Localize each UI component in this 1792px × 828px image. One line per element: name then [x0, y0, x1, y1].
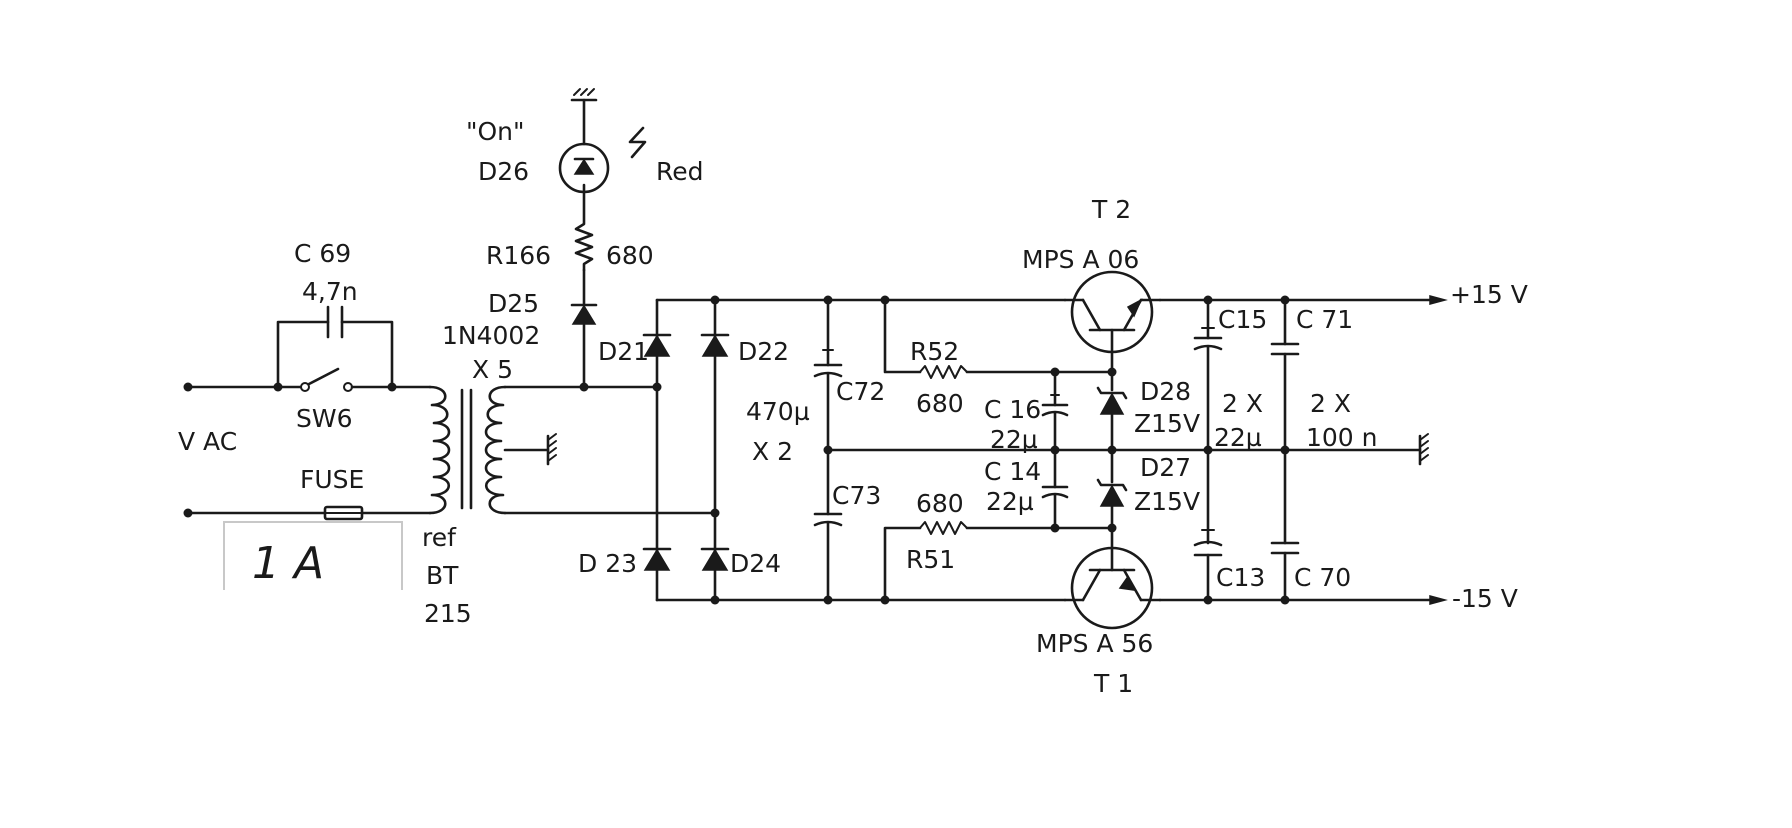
capacitor-c13 — [1193, 448, 1223, 602]
capacitor-c14 — [1041, 448, 1069, 530]
label-minus-15v: -15 V — [1452, 584, 1518, 613]
fuse-rating-box — [223, 521, 403, 590]
label-c72-c73-value: 470µ — [746, 397, 810, 426]
label-fuse-rating: 1 A — [252, 538, 324, 589]
label-sw6: SW6 — [296, 404, 353, 433]
diode-d21 — [642, 333, 672, 357]
label-c72-c73-qty: X 2 — [752, 437, 793, 466]
label-t2: T 2 — [1091, 195, 1131, 224]
zener-d28 — [1096, 367, 1128, 455]
capacitor-c69 — [273, 305, 397, 392]
label-c73: C73 — [832, 481, 881, 510]
label-c16: C 16 — [984, 395, 1041, 424]
capacitor-c15 — [1193, 298, 1223, 452]
label-red: Red — [656, 157, 704, 186]
label-c71: C 71 — [1296, 305, 1353, 334]
transistor-t1 — [1063, 526, 1162, 630]
capacitor-c70 — [1270, 448, 1300, 602]
label-r52: R52 — [910, 337, 959, 366]
diode-d22 — [700, 333, 730, 357]
label-transformer-bt: BT — [426, 561, 459, 590]
label-c70: C 70 — [1294, 563, 1351, 592]
label-r51: R51 — [906, 545, 955, 574]
switch-sw6 — [300, 367, 353, 392]
label-plus-15v: +15 V — [1450, 280, 1528, 309]
label-x5: X 5 — [472, 355, 513, 384]
label-d23: D 23 — [578, 549, 637, 578]
label-d24: D24 — [730, 549, 781, 578]
label-fuse: FUSE — [300, 465, 364, 494]
label-c13: C13 — [1216, 563, 1265, 592]
label-vac: V AC — [178, 427, 237, 456]
label-t1: T 1 — [1093, 669, 1133, 698]
label-c72: C72 — [836, 377, 885, 406]
fuse — [323, 505, 364, 521]
label-r51-value: 680 — [916, 489, 964, 518]
zener-d27 — [1096, 448, 1128, 533]
capacitor-c16 — [1041, 370, 1069, 455]
label-c69-value: 4,7n — [302, 277, 358, 306]
label-c71-c70-qty: 2 X — [1310, 389, 1351, 418]
label-r52-value: 680 — [916, 389, 964, 418]
label-c15-c13-value: 22µ — [1214, 423, 1262, 452]
label-d26: D26 — [478, 157, 529, 186]
ac-terminal-top — [183, 382, 193, 392]
label-d27: D27 — [1140, 453, 1191, 482]
label-c71-c70-value: 100 n — [1306, 423, 1378, 452]
label-c14: C 14 — [984, 457, 1041, 486]
ac-terminal-bottom — [183, 508, 193, 518]
label-transformer-ref: ref — [422, 523, 457, 552]
label-r166-value: 680 — [606, 241, 654, 270]
transistor-t2 — [1063, 270, 1162, 374]
ground-rail — [826, 433, 1429, 466]
label-d25-type: 1N4002 — [442, 321, 540, 350]
label-d28: D28 — [1140, 377, 1191, 406]
label-d28-type: Z15V — [1134, 409, 1200, 438]
diode-d24 — [700, 547, 730, 571]
label-d21: D21 — [598, 337, 649, 366]
label-r166: R166 — [486, 241, 551, 270]
label-t1-type: MPS A 56 — [1036, 629, 1153, 658]
diode-d23 — [642, 547, 672, 571]
label-c16-value: 22µ — [990, 425, 1038, 454]
filter-capacitors-c72-c73 — [813, 295, 843, 605]
label-on: "On" — [466, 117, 525, 146]
label-c14-value: 22µ — [986, 487, 1034, 516]
label-transformer-num: 215 — [424, 599, 472, 628]
label-d22: D22 — [738, 337, 789, 366]
label-c69: C 69 — [294, 239, 351, 268]
capacitor-c71 — [1270, 298, 1300, 452]
transformer-bt215 — [428, 385, 714, 515]
led-branch — [558, 88, 647, 392]
label-c15-c13-qty: 2 X — [1222, 389, 1263, 418]
bridge-rectifier — [642, 295, 1067, 605]
label-d27-type: Z15V — [1134, 487, 1200, 516]
label-t2-type: MPS A 06 — [1022, 245, 1139, 274]
label-d25: D25 — [488, 289, 539, 318]
label-c15: C15 — [1218, 305, 1267, 334]
